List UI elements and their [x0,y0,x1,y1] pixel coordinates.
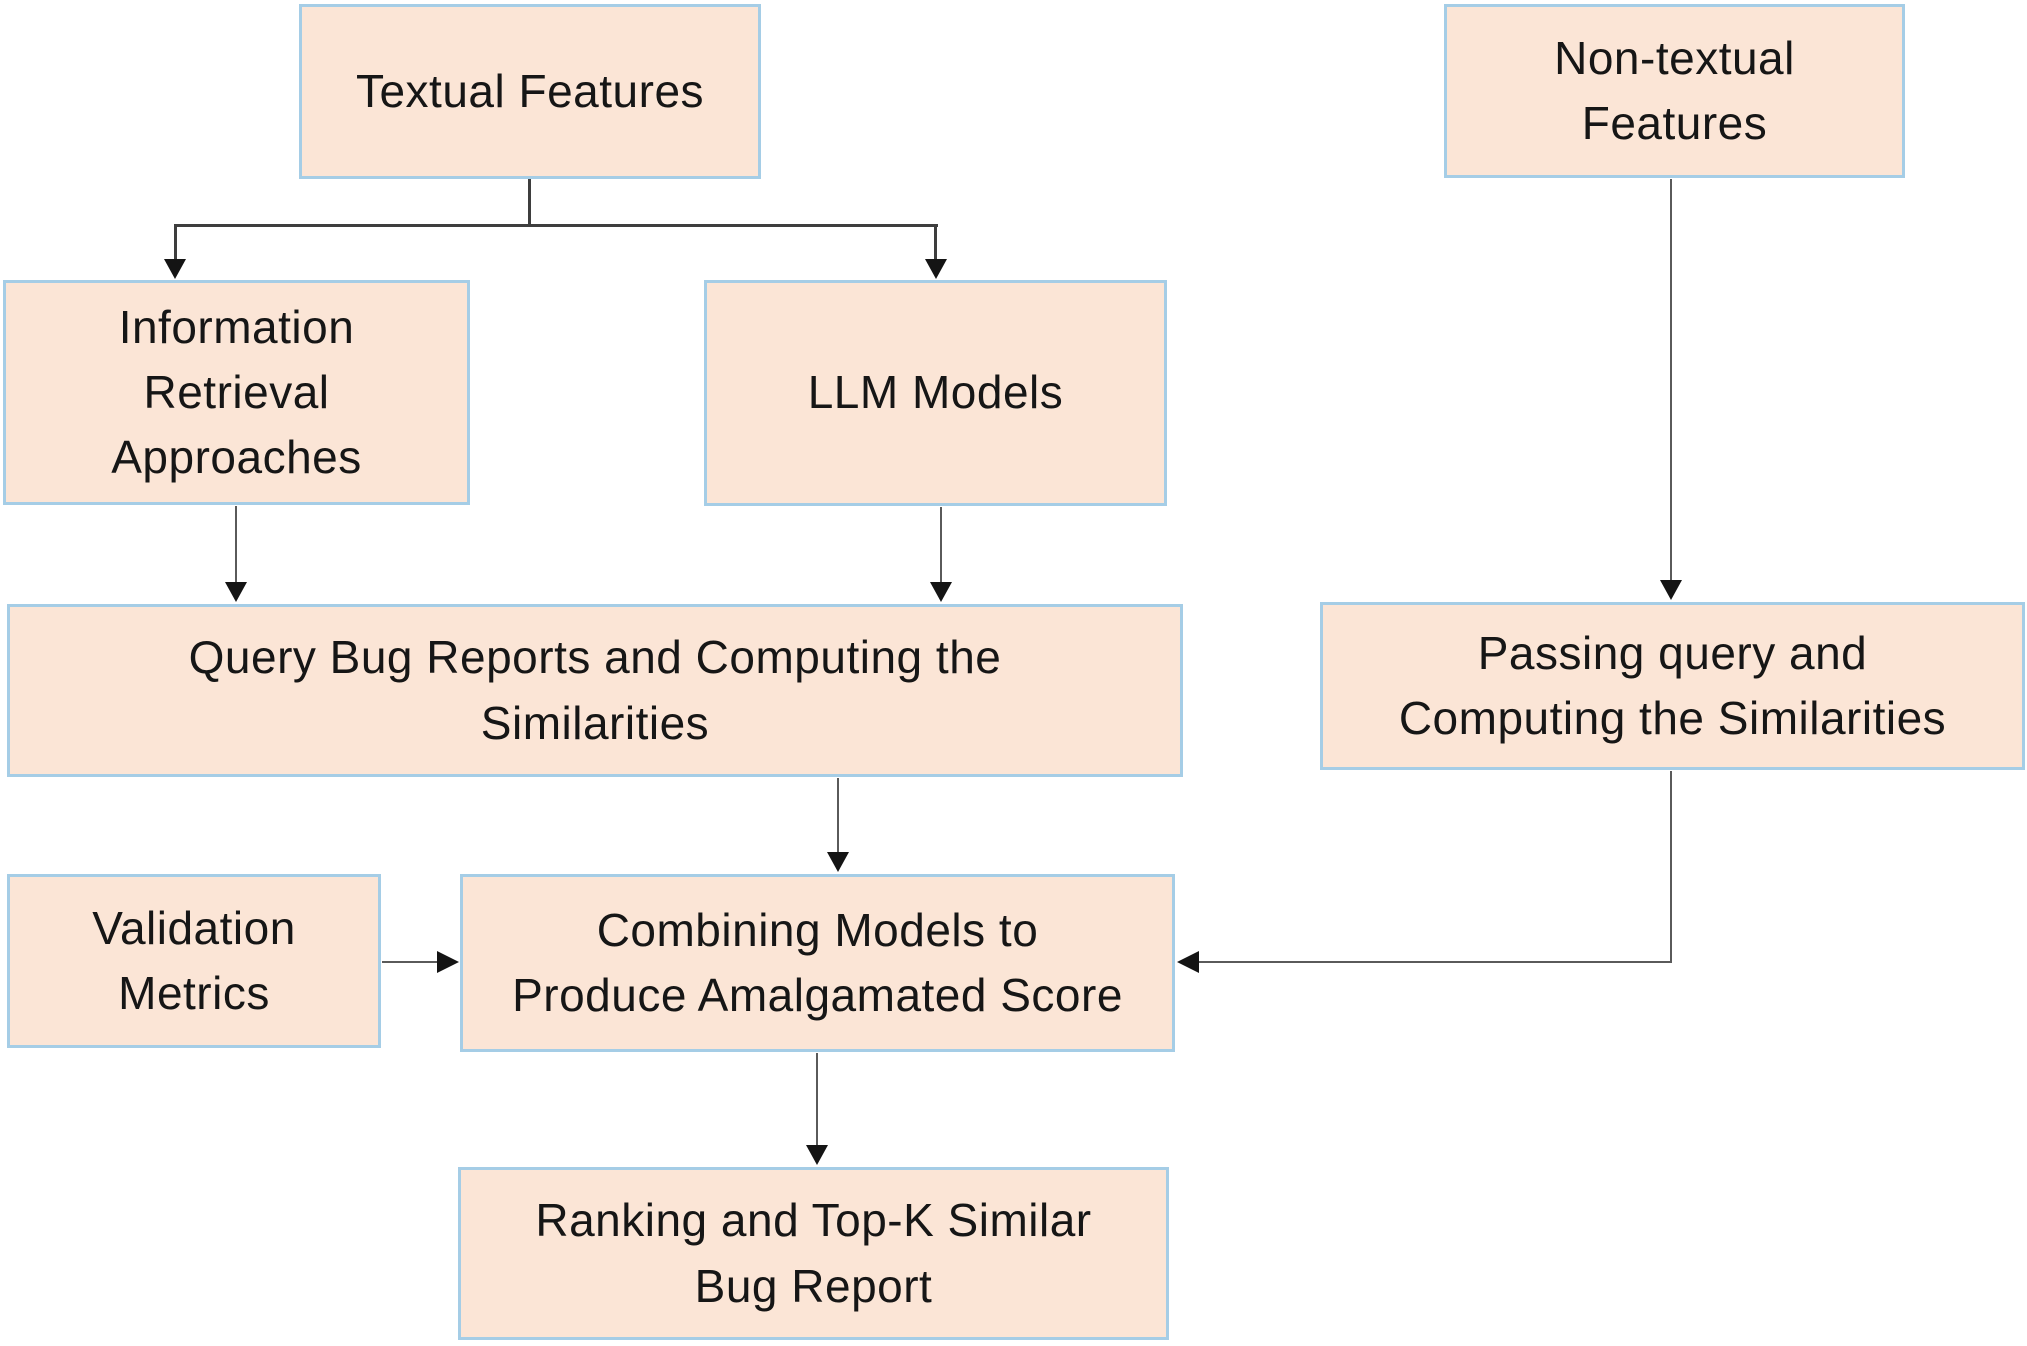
node-label-line: Combining Models to [596,903,1039,956]
node-passing-query: Passing query and Computing the Similari… [1320,602,2025,770]
node-label-line: Non-textual [1554,31,1795,84]
arrowhead-into-llm-models [925,259,947,279]
node-textual-features: Textual Features [299,4,761,179]
node-label: Non-textual Features [1554,26,1795,157]
edge-textual-stem [528,179,531,227]
node-label-line: Validation [92,901,296,954]
arrowhead-into-information-retrieval [164,259,186,279]
edge-textual-to-ir-line [174,224,177,262]
node-label-line: Query Bug Reports and Computing the [188,631,1002,684]
node-information-retrieval-approaches: Information Retrieval Approaches [3,280,470,505]
arrowhead-into-query-from-llm [930,582,952,602]
edge-textual-branch [174,224,938,227]
node-label: Textual Features [356,59,704,124]
node-ranking-topk: Ranking and Top-K Similar Bug Report [458,1167,1169,1340]
node-label-line: Retrieval [143,365,330,418]
node-label-line: Metrics [118,967,270,1019]
node-label-line: Features [1581,97,1768,149]
arrowhead-into-combining-left [437,951,459,973]
edge-combining-to-ranking-line [816,1053,818,1147]
arrowhead-into-ranking [806,1145,828,1165]
edge-llm-to-query-line [940,507,942,584]
node-label: Validation Metrics [92,896,296,1027]
node-label: Query Bug Reports and Computing the Simi… [189,625,1002,756]
node-label-line: Similarities [480,696,710,749]
node-label-line: Passing query and [1477,626,1868,679]
node-validation-metrics: Validation Metrics [7,874,381,1048]
edge-passing-to-combining-line [1199,961,1672,963]
node-label-line: Bug Report [694,1259,933,1312]
edge-nontextual-to-passing-line [1670,179,1672,582]
node-label-line: Produce Amalgamated Score [512,969,1123,1021]
node-label-line: Computing the Similarities [1398,692,1947,744]
edge-passing-down-line [1670,771,1672,963]
node-label-line: Textual Features [355,64,705,117]
arrowhead-into-passing-query [1660,580,1682,600]
edge-textual-to-llm-line [934,224,937,262]
node-label-line: LLM Models [807,366,1064,419]
node-label: Information Retrieval Approaches [111,295,362,491]
node-label: LLM Models [808,360,1064,425]
node-query-bug-reports: Query Bug Reports and Computing the Simi… [7,604,1183,777]
node-label-line: Ranking and Top-K Similar [535,1194,1092,1247]
node-label: Combining Models to Produce Amalgamated … [512,898,1123,1029]
node-label: Passing query and Computing the Similari… [1399,621,1946,752]
node-combining-models: Combining Models to Produce Amalgamated … [460,874,1175,1052]
arrowhead-into-combining-top [827,852,849,872]
edge-query-to-combining-line [837,778,839,854]
edge-ir-to-query-line [235,506,237,584]
node-llm-models: LLM Models [704,280,1167,506]
arrowhead-into-query-from-ir [225,582,247,602]
node-label-line: Approaches [111,431,362,484]
arrowhead-into-combining-right [1177,951,1199,973]
edge-validation-to-combining-line [382,961,438,963]
node-non-textual-features: Non-textual Features [1444,4,1905,178]
node-label: Ranking and Top-K Similar Bug Report [535,1188,1091,1319]
node-label-line: Information [118,300,355,353]
